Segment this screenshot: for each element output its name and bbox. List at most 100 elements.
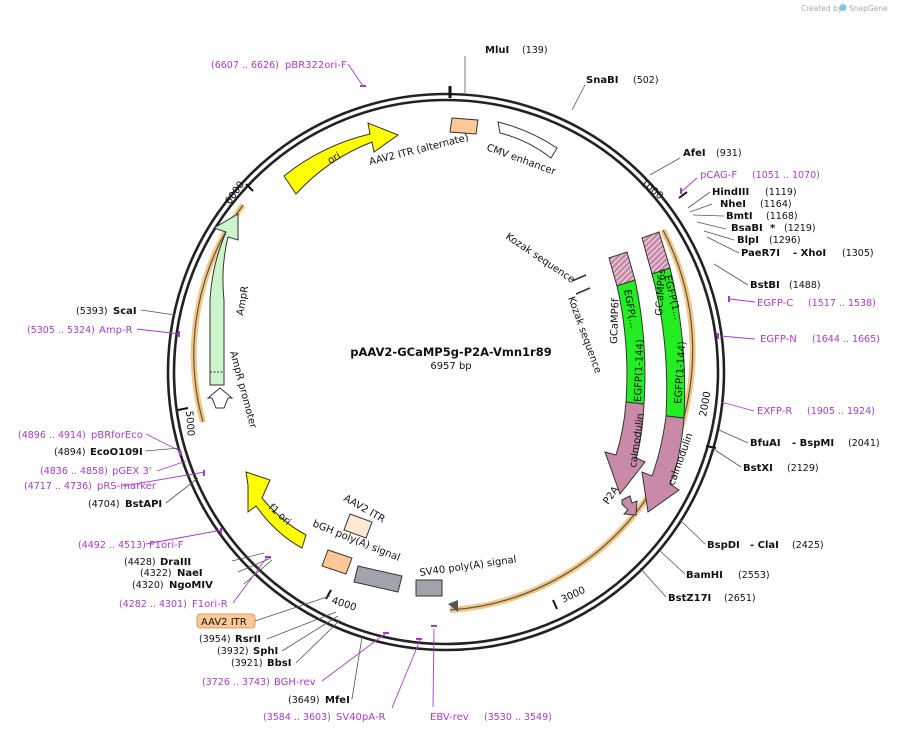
primer-egfp-c-range: (1517 .. 1538) xyxy=(808,298,876,309)
enzyme-bstz17i: BstZ17I xyxy=(668,593,711,604)
enzyme-bmti-pos: (1168) xyxy=(766,211,798,222)
f1ori-arrow xyxy=(245,471,307,549)
ori-arrow xyxy=(283,122,400,195)
bgh-polya-box xyxy=(353,565,403,593)
enzyme-sphi-pos: (3932) xyxy=(217,646,249,657)
tick-label-2000: 2000 xyxy=(698,391,713,418)
primer-f1ori-r: F1ori-R xyxy=(192,599,228,610)
enzyme-blpi-pos: (1296) xyxy=(769,235,801,246)
credit-brand: SnapGene xyxy=(849,4,888,13)
primer-bgh-rev: BGH-rev xyxy=(274,677,316,688)
ampr-promoter-arrow xyxy=(206,387,234,409)
primer-pbrforeco: pBRforEco xyxy=(91,430,143,441)
primer-ebv-rev-range: (3530 .. 3549) xyxy=(484,712,552,723)
primer-egfp-c: EGFP-C xyxy=(757,298,793,309)
enzyme-sphi: SphI xyxy=(253,646,278,657)
primer-amp-r: Amp-R xyxy=(99,325,133,336)
primer-f1ori-f: F1ori-F xyxy=(149,540,184,551)
enzyme-snabi-pos: (502) xyxy=(633,75,659,86)
enzyme-leader-lines xyxy=(140,56,749,700)
gcamp6f-label: GCaMP6f xyxy=(609,298,622,344)
enzyme-afei-pos: (931) xyxy=(716,148,742,159)
tick-label-6000: 6000 xyxy=(223,180,247,207)
bgh-itr-box xyxy=(321,549,353,575)
enzyme-mfei: MfeI xyxy=(325,695,350,706)
primer-sv40pa-r: SV40pA-R xyxy=(336,712,385,723)
enzyme-ngomiv-pos: (4320) xyxy=(132,580,164,591)
enzyme-bstapi: BstAPI xyxy=(125,499,162,510)
primer-pcag-f-range: (1051 .. 1070) xyxy=(752,170,820,181)
egfp-b2-label: EGFP(1-144) xyxy=(673,341,688,404)
primer-prs-marker-range: (4717 .. 4736) xyxy=(24,481,92,492)
ampr-arrow xyxy=(209,213,239,386)
enzyme-ecoo109i-pos: (4894) xyxy=(54,447,86,458)
itr-box xyxy=(343,513,373,539)
kozak-label-1: Kozak sequence xyxy=(503,231,576,285)
tick-label-5000: 5000 xyxy=(183,410,196,436)
enzyme-bmti: BmtI xyxy=(726,211,753,222)
p2a-arrow xyxy=(621,495,638,516)
enzyme-bsabi-star: * xyxy=(770,223,776,234)
primer-pgex3-range: (4836 .. 4858) xyxy=(40,466,108,477)
primer-pbr322ori-f: pBR322ori-F xyxy=(285,60,347,71)
tick-label-4000: 4000 xyxy=(330,595,358,613)
primer-pbr322ori-f-range: (6607 .. 6626) xyxy=(211,60,279,71)
primer-pbrforeco-range: (4896 .. 4914) xyxy=(18,430,86,441)
enzyme-bfuai-pos: (2041) xyxy=(848,438,880,449)
itr-callout-label: AAV2 ITR xyxy=(201,617,247,628)
primer-ebv-rev: EBV-rev xyxy=(430,712,469,723)
insert-arrowhead xyxy=(448,600,458,612)
egfp-a2-label: EGFP(1-144) xyxy=(633,339,646,402)
enzyme-draiii: DraIII xyxy=(160,557,191,568)
cmv-enhancer-box xyxy=(497,121,558,159)
gcamp6s-label: GCaMP6s xyxy=(654,268,668,316)
snapgene-logo-icon xyxy=(839,4,847,11)
kozak-label-2: Kozak sequence xyxy=(565,295,603,375)
enzyme-bfuai: BfuAI xyxy=(750,438,781,449)
enzyme-scai-pos: (5393) xyxy=(76,306,108,317)
enzyme-bstapi-pos: (4704) xyxy=(88,499,120,510)
primer-f1ori-r-range: (4282 .. 4301) xyxy=(119,599,187,610)
sv40-label: SV40 poly(A) signal xyxy=(419,554,517,578)
enzyme-bspdi-pos: (2425) xyxy=(792,540,824,551)
enzyme-draiii-pos: (4428) xyxy=(124,557,156,568)
tick-label-3000: 3000 xyxy=(560,585,588,606)
enzyme-bstz17i-pos: (2651) xyxy=(724,593,756,604)
enzyme-paer7i: PaeR7I xyxy=(741,248,780,259)
backbone-outer-ring xyxy=(166,92,726,652)
ruler-ticks xyxy=(177,183,717,610)
itr-alternate-box xyxy=(449,117,479,135)
enzyme-bstxi-pos: (2129) xyxy=(787,463,819,474)
enzyme-bstbi: BstBI xyxy=(750,280,780,291)
enzyme-snabi: SnaBI xyxy=(586,75,618,86)
enzyme-blpi: BlpI xyxy=(737,235,759,246)
enzyme-nhei: NheI xyxy=(720,199,746,210)
enzyme-nhei-pos: (1164) xyxy=(760,199,792,210)
ampr-promoter-label: AmpR promoter xyxy=(227,350,258,430)
enzyme-bamhi-pos: (2553) xyxy=(738,570,770,581)
ampr-label: AmpR xyxy=(235,285,251,316)
itr-callout-leader xyxy=(254,595,331,622)
enzyme-mlui: MluI xyxy=(485,45,509,56)
enzyme-bamhi: BamHI xyxy=(686,570,723,581)
enzyme-bbsi-pos: (3921) xyxy=(231,658,263,669)
enzyme-afei: AfeI xyxy=(683,148,706,159)
enzyme-xhoi: - XhoI xyxy=(793,248,826,259)
enzyme-bstbi-pos: (1488) xyxy=(789,280,821,291)
kozak-mark-2 xyxy=(575,287,591,295)
enzyme-bspmi: - BspMI xyxy=(792,438,834,449)
primer-pgex3: pGEX 3' xyxy=(112,466,152,477)
primer-exfp-r: EXFP-R xyxy=(757,406,792,417)
tick-label-1000: 1000 xyxy=(638,178,665,202)
plasmid-length: 6957 bp xyxy=(430,361,471,372)
primer-egfp-n: EGFP-N xyxy=(760,334,797,345)
enzyme-bsabi: BsaBI xyxy=(731,223,763,234)
enzyme-bstxi: BstXI xyxy=(743,463,773,474)
primer-marks xyxy=(178,85,730,640)
primer-pcag-f: pCAG-F xyxy=(700,170,737,181)
enzyme-rsrii: RsrII xyxy=(235,634,261,645)
enzyme-rsrii-pos: (3954) xyxy=(199,634,231,645)
enzyme-hindiii-pos: (1119) xyxy=(765,187,797,198)
enzyme-paer7i-pos: (1305) xyxy=(842,248,874,259)
